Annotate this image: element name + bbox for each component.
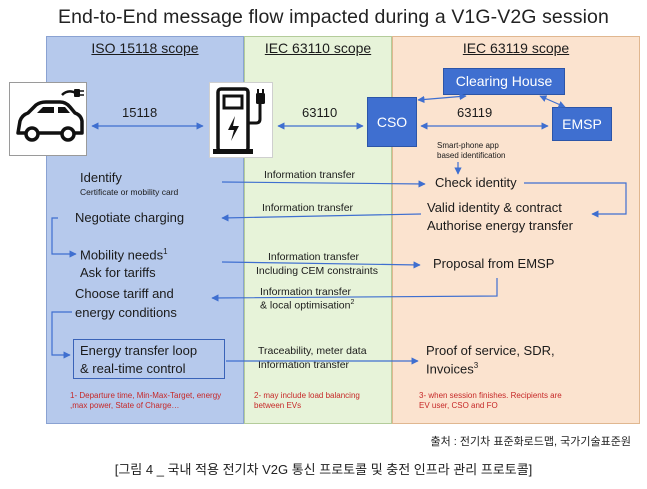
info-transfer-label-3: Information transfer: [268, 251, 360, 263]
proof-of-service-step: Proof of service, SDR,: [426, 343, 555, 358]
invoices-step: Invoices3: [426, 361, 478, 376]
iso-scope-heading: ISO 15118 scope: [91, 40, 199, 56]
diagram-title: End-to-End message flow impacted during …: [58, 6, 609, 28]
traceability-label: Traceability, meter data: [258, 345, 367, 357]
source-credit: 출처 : 전기차 표준화로드맵, 국가기술표준원: [430, 436, 632, 448]
mobility-needs-step: Mobility needs1: [80, 247, 168, 262]
arrow-proposal-choose: [211, 278, 498, 302]
protocol-15118-label: 15118: [122, 105, 158, 120]
arrow-valid-negotiate: [221, 213, 422, 222]
info-transfer-label-1: Information transfer: [264, 169, 356, 181]
choose-tariff-step: Choose tariff and: [75, 286, 174, 301]
arrow-check-valid: [524, 182, 627, 218]
footnote-3: 3- when session finishes. Recipients are…: [419, 391, 562, 410]
arrow-cso-clearinghouse: [417, 92, 467, 104]
figure-caption: [그림 4 _ 국내 적용 전기차 V2G 통신 프로토콜 및 충전 인프라 관…: [114, 462, 533, 477]
protocol-63110-label: 63110: [302, 105, 338, 120]
energy-conditions-step: energy conditions: [75, 305, 177, 320]
local-optimisation-footnote: 2: [350, 299, 355, 306]
smartphone-note-line2: based identification: [437, 151, 506, 160]
smartphone-note-line1: Smart-phone app: [437, 141, 499, 150]
cso-box: CSO: [367, 97, 417, 147]
arrow-clearinghouse-emsp: [539, 95, 566, 108]
arrow-identify-check: [221, 180, 426, 188]
identify-subtext: Certificate or mobility card: [80, 187, 179, 197]
invoices-footnote: 3: [473, 361, 479, 370]
negotiate-charging-step: Negotiate charging: [75, 210, 185, 225]
info-transfer-label-4: Information transfer: [260, 286, 352, 298]
emsp-box: EMSP: [552, 107, 612, 141]
proposal-emsp-step: Proposal from EMSP: [433, 256, 555, 271]
protocol-63119-label: 63119: [457, 105, 493, 120]
local-optimisation-text: & local optimisation: [260, 299, 351, 312]
energy-transfer-loop-step: Energy transfer loop: [80, 343, 198, 358]
footnote-2: 2- may include load balancing between EV…: [254, 391, 360, 410]
invoices-text: Invoices: [426, 361, 474, 377]
check-identity-step: Check identity: [435, 175, 517, 190]
footnote-1: 1- Departure time, Min-Max-Target, energ…: [70, 391, 222, 410]
energy-transfer-loop-box: [73, 339, 225, 379]
arrow-negotiate-mobility: [51, 217, 77, 258]
clearing-house-box: Clearing House: [443, 68, 565, 95]
valid-identity-step: Valid identity & contract: [427, 200, 562, 215]
authorise-transfer-step: Authorise energy transfer: [427, 218, 573, 233]
arrow-mobility-proposal: [221, 261, 421, 269]
iec63110-scope-heading: IEC 63110 scope: [264, 40, 372, 56]
cem-constraints-label: Including CEM constraints: [256, 265, 378, 277]
electric-car-icon: [9, 82, 87, 156]
local-optimisation-label: & local optimisation2: [260, 299, 354, 312]
mobility-needs-text: Mobility needs: [80, 247, 164, 263]
ev-charger-icon: [209, 82, 273, 158]
iec63119-scope-heading: IEC 63119 scope: [462, 40, 570, 56]
info-transfer-label-2: Information transfer: [262, 202, 354, 214]
identify-step: Identify: [80, 170, 122, 185]
ask-tariffs-step: Ask for tariffs: [80, 265, 156, 280]
smartphone-note: Smart-phone app based identification: [437, 141, 506, 161]
arrow-choose-loop: [51, 311, 72, 359]
mobility-needs-footnote: 1: [163, 247, 168, 256]
info-transfer-label-5: Information transfer: [258, 359, 350, 371]
realtime-control-step: & real-time control: [80, 361, 186, 376]
